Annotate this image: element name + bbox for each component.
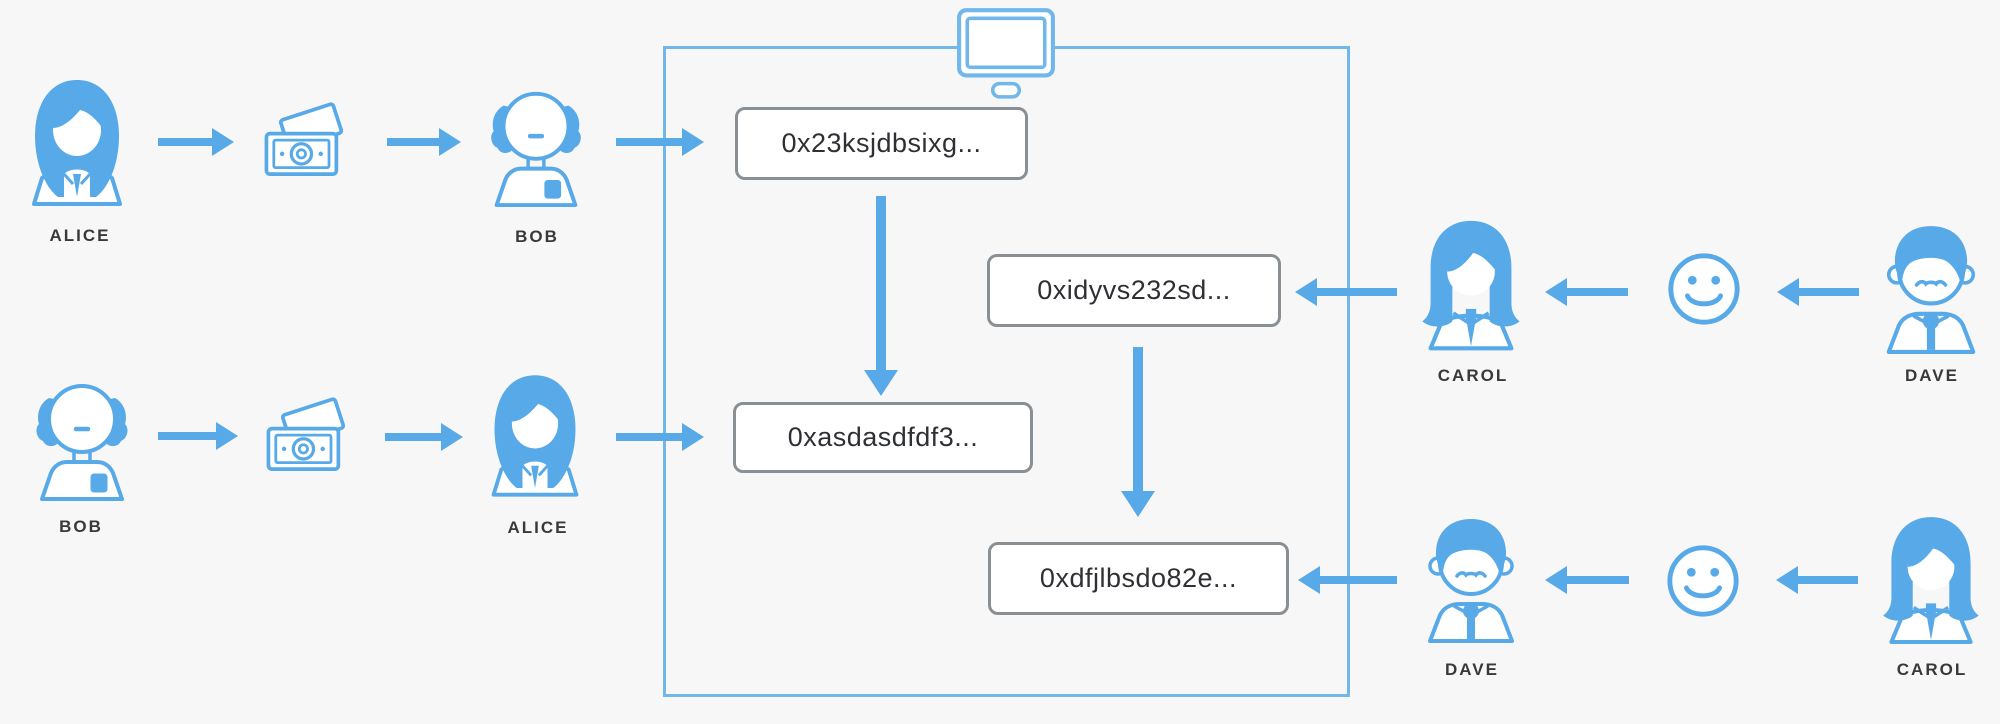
transaction-hash-text: 0x23ksjdbsixg... bbox=[781, 128, 982, 158]
actor-label-alice: ALICE bbox=[507, 518, 569, 537]
bob-avatar-icon bbox=[480, 80, 592, 208]
actor-label-bob: BOB bbox=[59, 517, 103, 536]
arrow-right-icon bbox=[158, 422, 238, 450]
arrow-left-icon bbox=[1545, 566, 1629, 594]
arrow-right-icon bbox=[158, 128, 234, 156]
alice-avatar-icon bbox=[482, 370, 588, 498]
actor-label-alice: ALICE bbox=[49, 226, 111, 245]
actor-label-carol: CAROL bbox=[1896, 660, 1968, 679]
actor-label-carol: CAROL bbox=[1437, 366, 1509, 385]
arrow-down-icon bbox=[1121, 347, 1155, 517]
arrow-right-icon bbox=[387, 128, 461, 156]
carol-avatar-icon bbox=[1874, 512, 1988, 644]
arrow-left-icon bbox=[1777, 278, 1859, 306]
arrow-down-icon bbox=[864, 196, 898, 396]
bob-avatar-icon bbox=[26, 372, 138, 502]
transaction-hash-text: 0xdfjlbsdo82e... bbox=[1039, 563, 1238, 593]
money-icon bbox=[262, 393, 354, 479]
dave-avatar-icon bbox=[1416, 512, 1526, 644]
transaction-hash-box: 0x23ksjdbsixg... bbox=[735, 107, 1028, 180]
transaction-hash-box: 0xidyvs232sd... bbox=[987, 254, 1281, 327]
arrow-left-icon bbox=[1298, 566, 1397, 594]
arrow-right-icon bbox=[385, 423, 463, 451]
arrow-left-icon bbox=[1295, 278, 1397, 306]
dave-avatar-icon bbox=[1874, 220, 1988, 354]
transaction-hash-text: 0xasdasdfdf3... bbox=[787, 422, 979, 452]
arrow-left-icon bbox=[1545, 278, 1628, 306]
carol-avatar-icon bbox=[1414, 214, 1528, 352]
arrow-left-icon bbox=[1776, 566, 1858, 594]
smiley-icon bbox=[1664, 542, 1742, 620]
transaction-hash-text: 0xidyvs232sd... bbox=[1037, 275, 1231, 305]
actor-label-bob: BOB bbox=[515, 227, 559, 246]
actor-label-dave: DAVE bbox=[1905, 366, 1959, 385]
transaction-hash-box: 0xasdasdfdf3... bbox=[733, 402, 1033, 473]
monitor-icon bbox=[955, 6, 1057, 100]
arrow-right-icon bbox=[616, 423, 704, 451]
arrow-right-icon bbox=[616, 128, 704, 156]
actor-label-dave: DAVE bbox=[1445, 660, 1499, 679]
smiley-icon bbox=[1665, 250, 1743, 328]
transaction-hash-box: 0xdfjlbsdo82e... bbox=[988, 542, 1289, 615]
alice-avatar-icon bbox=[22, 74, 132, 208]
money-icon bbox=[260, 98, 352, 184]
